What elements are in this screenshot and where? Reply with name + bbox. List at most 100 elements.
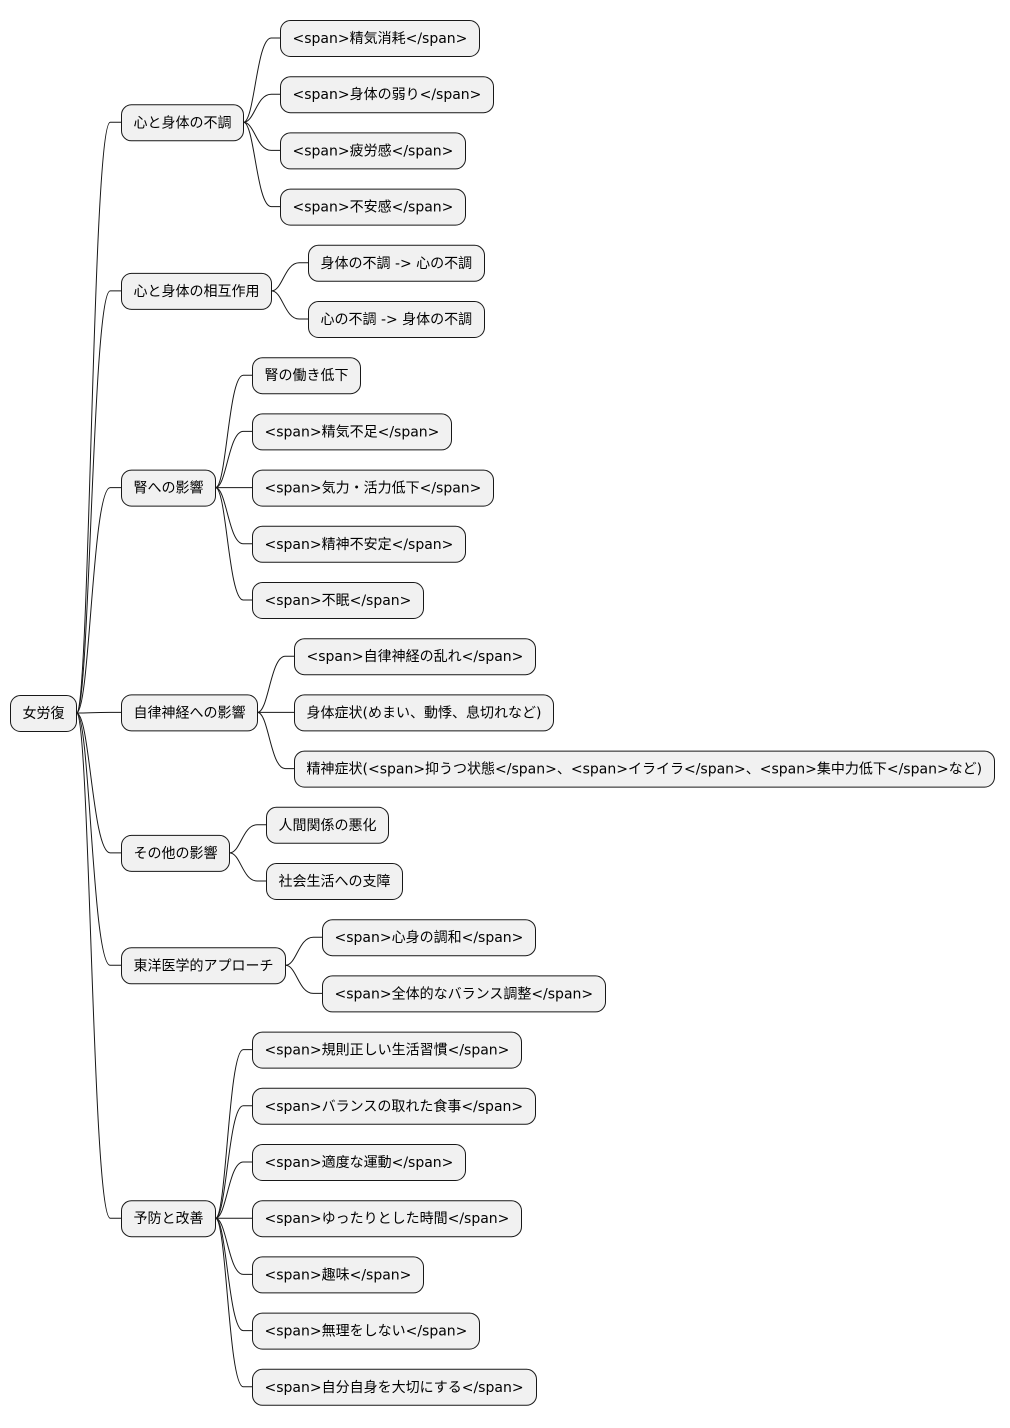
leaf-6-2-node-label: <span>全体的なバランス調整</span>: [335, 985, 594, 1002]
leaf-3-2-node-label: <span>精気不足</span>: [265, 424, 440, 440]
leaf-1-2-node-label: <span>身体の弱り</span>: [293, 87, 482, 103]
leaf-5-2-node-label: 社会生活への支障: [279, 874, 391, 890]
branch-2-edge: [76, 290, 122, 714]
branch-7-edge: [76, 712, 122, 1219]
leaf-1-2-edge: [243, 93, 281, 123]
leaf-1-3-node-box: [280, 132, 466, 170]
branch-1-node: 心と身体の不調: [121, 104, 244, 142]
leaf-5-1-node-label: 人間関係の悪化: [279, 818, 377, 834]
leaf-3-5-node: <span>不眠</span>: [252, 582, 424, 619]
leaf-7-5-edge: [215, 1217, 253, 1275]
leaf-7-7-edge: [215, 1217, 253, 1388]
leaf-6-1-edge: [285, 936, 323, 966]
leaf-2-1-node-box: [308, 244, 485, 282]
branch-5-node: その他の影響: [121, 834, 230, 872]
leaf-2-2-edge: [271, 290, 309, 320]
leaf-3-4-edge: [215, 487, 253, 545]
leaf-3-1-node-label: 腎の働き低下: [265, 368, 349, 384]
leaf-7-2-edge: [215, 1105, 253, 1219]
leaf-1-4-node-box: [280, 188, 466, 226]
leaf-7-3-node-box: [252, 1144, 466, 1181]
leaf-7-5-node-label: <span>趣味</span>: [265, 1267, 412, 1283]
branch-4-node: 自律神経への影響: [121, 694, 258, 732]
leaf-4-3-node-box: [294, 750, 995, 788]
leaf-3-4-node-box: [252, 525, 466, 563]
branch-6-edge: [76, 712, 122, 966]
leaf-3-1-edge: [215, 374, 253, 489]
leaf-1-4-node-label: <span>不安感</span>: [293, 199, 454, 216]
leaf-3-1-node-box: [252, 357, 361, 395]
mindmap-nodes: 女労復 心と身体の不調 <span>精気消耗</span> <span>身体の弱り</…: [10, 20, 995, 1406]
leaf-7-1-edge: [215, 1049, 253, 1219]
leaf-3-5-node-label: <span>不眠</span>: [265, 593, 412, 609]
leaf-5-2-node-box: [266, 863, 403, 900]
leaf-2-2-node: 心の不調 -> 身体の不調: [308, 301, 485, 338]
leaf-1-4-edge: [243, 121, 281, 208]
leaf-6-1-node-box: [322, 919, 536, 957]
leaf-6-1-node: <span>心身の調和</span>: [322, 919, 536, 957]
branch-5-edge: [76, 712, 122, 854]
branch-4-edge: [76, 711, 122, 714]
leaf-3-2-edge: [215, 430, 253, 489]
leaf-2-1-edge: [271, 262, 309, 292]
leaf-7-1-node-label: <span>規則正しい生活習慣</span>: [265, 1042, 510, 1059]
leaf-7-2-node-label: <span>バランスの取れた食事</span>: [265, 1098, 524, 1115]
leaf-2-2-node-box: [308, 301, 485, 338]
branch-7-node-label: 予防と改善: [134, 1211, 204, 1227]
leaf-3-4-node-label: <span>精神不安定</span>: [265, 537, 454, 553]
leaf-4-2-node-label: 身体症状(めまい、動悸、息切れなど): [307, 704, 542, 721]
leaf-7-2-node-box: [252, 1087, 536, 1125]
leaf-3-5-edge: [215, 487, 253, 601]
leaf-5-1-node: 人間関係の悪化: [266, 806, 389, 844]
leaf-5-2-node: 社会生活への支障: [266, 863, 403, 900]
leaf-4-3-node-label: 精神症状(<span>抑うつ状態</span>、<span>イライラ</span…: [307, 761, 983, 778]
leaf-7-5-node: <span>趣味</span>: [252, 1256, 424, 1294]
leaf-1-1-node-box: [280, 20, 480, 57]
leaf-4-3-edge: [257, 711, 295, 770]
leaf-1-1-node: <span>精気消耗</span>: [280, 20, 480, 57]
leaf-6-2-node-box: [322, 975, 606, 1013]
leaf-1-4-node: <span>不安感</span>: [280, 188, 466, 226]
branch-3-node-box: [121, 469, 216, 507]
leaf-7-4-node-box: [252, 1200, 522, 1238]
leaf-3-3-node-label: <span>気力・活力低下</span>: [265, 481, 482, 497]
leaf-1-2-node-box: [280, 76, 494, 114]
branch-4-node-label: 自律神経への影響: [134, 704, 246, 721]
leaf-4-2-node: 身体症状(めまい、動悸、息切れなど): [294, 694, 554, 732]
leaf-2-2-node-label: 心の不調 -> 身体の不調: [321, 312, 473, 328]
leaf-7-3-node-label: <span>適度な運動</span>: [265, 1154, 454, 1171]
leaf-7-6-edge: [215, 1217, 253, 1332]
leaf-7-1-node-box: [252, 1031, 522, 1069]
leaf-7-5-node-box: [252, 1256, 424, 1294]
leaf-1-2-node: <span>身体の弱り</span>: [280, 76, 494, 114]
branch-1-node-box: [121, 104, 244, 142]
root-node-box: [10, 695, 77, 732]
branch-6-node-box: [121, 947, 286, 985]
branch-5-node-box: [121, 834, 230, 872]
leaf-6-2-edge: [285, 964, 323, 994]
leaf-7-6-node: <span>無理をしない</span>: [252, 1312, 480, 1350]
root-node-label: 女労復: [23, 705, 65, 722]
leaf-1-3-node: <span>疲労感</span>: [280, 132, 466, 170]
leaf-7-7-node-label: <span>自分自身を大切にする</span>: [265, 1380, 524, 1396]
branch-6-node-label: 東洋医学的アプローチ: [134, 958, 274, 974]
leaf-1-1-node-label: <span>精気消耗</span>: [293, 31, 468, 47]
leaf-3-3-node-box: [252, 469, 494, 507]
root-node: 女労復: [10, 695, 77, 732]
leaf-7-2-node: <span>バランスの取れた食事</span>: [252, 1087, 536, 1125]
leaf-4-1-node-box: [294, 638, 536, 676]
leaf-3-1-node: 腎の働き低下: [252, 357, 361, 395]
branch-1-edge: [76, 121, 122, 714]
leaf-4-3-node: 精神症状(<span>抑うつ状態</span>、<span>イライラ</span…: [294, 750, 995, 788]
branch-4-node-box: [121, 694, 258, 732]
leaf-3-4-node: <span>精神不安定</span>: [252, 525, 466, 563]
leaf-3-3-node: <span>気力・活力低下</span>: [252, 469, 494, 507]
branch-7-node-box: [121, 1200, 216, 1238]
leaf-3-2-node: <span>精気不足</span>: [252, 413, 452, 451]
leaf-7-1-node: <span>規則正しい生活習慣</span>: [252, 1031, 522, 1069]
branch-2-node-box: [121, 272, 272, 310]
leaf-2-1-node-label: 身体の不調 -> 心の不調: [321, 256, 473, 272]
branch-3-node-label: 腎への影響: [134, 480, 204, 497]
branch-3-edge: [76, 487, 122, 714]
